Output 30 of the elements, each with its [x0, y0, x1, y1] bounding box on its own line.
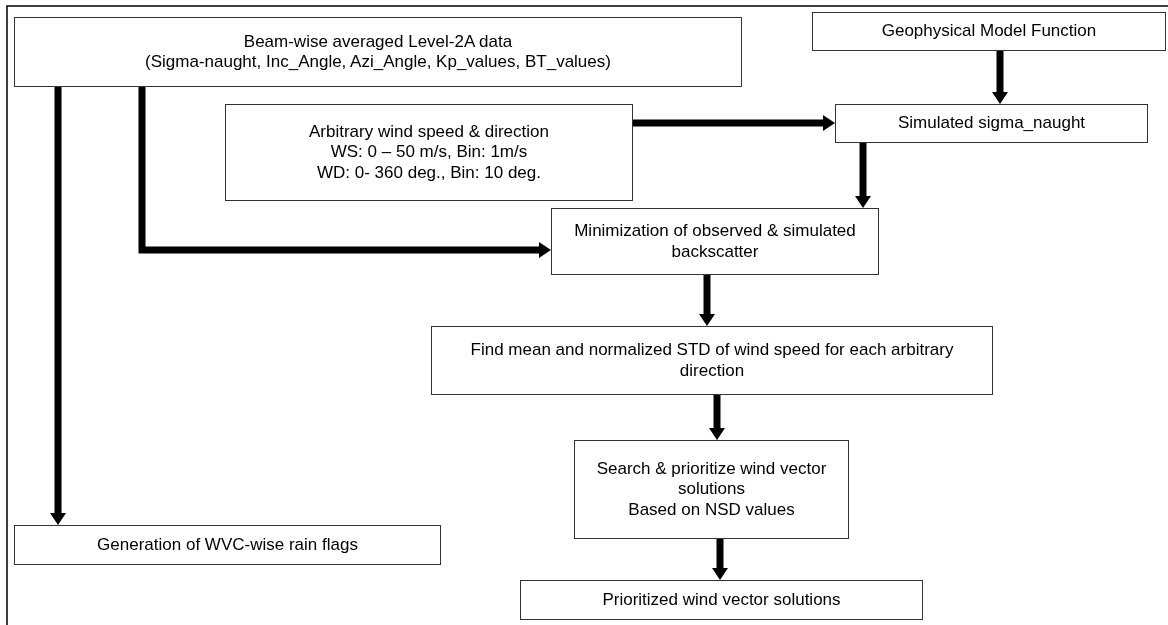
box-text: Find mean and normalized STD of wind speed for each arbitrary direction — [469, 340, 955, 381]
box-text: Geophysical Model Function — [881, 21, 1097, 42]
arrow — [992, 51, 1008, 104]
box-text: Based on NSD values — [628, 499, 795, 521]
box-text: Prioritized wind vector solutions — [602, 589, 841, 611]
arrow — [633, 115, 835, 131]
process-box — [520, 580, 923, 620]
box-text: Arbitrary wind speed & direction — [309, 121, 549, 143]
arrow — [699, 275, 715, 326]
process-box — [551, 208, 879, 275]
box-text: Minimization of observed & simulated backscatter — [573, 221, 857, 262]
arrow — [855, 143, 871, 208]
arrow — [138, 87, 551, 258]
box-text: WS: 0 – 50 m/s, Bin: 1m/s — [330, 142, 528, 163]
arrow — [712, 539, 728, 580]
box-text: (Sigma-naught, Inc_Angle, Azi_Angle, Kp_values, BT_values) — [145, 52, 611, 73]
process-box — [14, 17, 742, 87]
arrow — [709, 395, 725, 440]
arrow — [50, 87, 66, 525]
box-text: Beam-wise averaged Level-2A data — [243, 31, 513, 52]
box-text: Search & prioritize wind vector solutions — [595, 458, 828, 500]
box-text: Generation of WVC-wise rain flags — [97, 534, 358, 556]
process-box — [574, 440, 849, 539]
box-text: WD: 0- 360 deg., Bin: 10 deg. — [317, 162, 541, 184]
box-text: Simulated sigma_naught — [897, 113, 1086, 134]
process-box — [14, 525, 441, 565]
process-box — [431, 326, 993, 395]
process-box — [225, 104, 633, 201]
process-box — [835, 104, 1148, 143]
process-box — [812, 12, 1166, 51]
